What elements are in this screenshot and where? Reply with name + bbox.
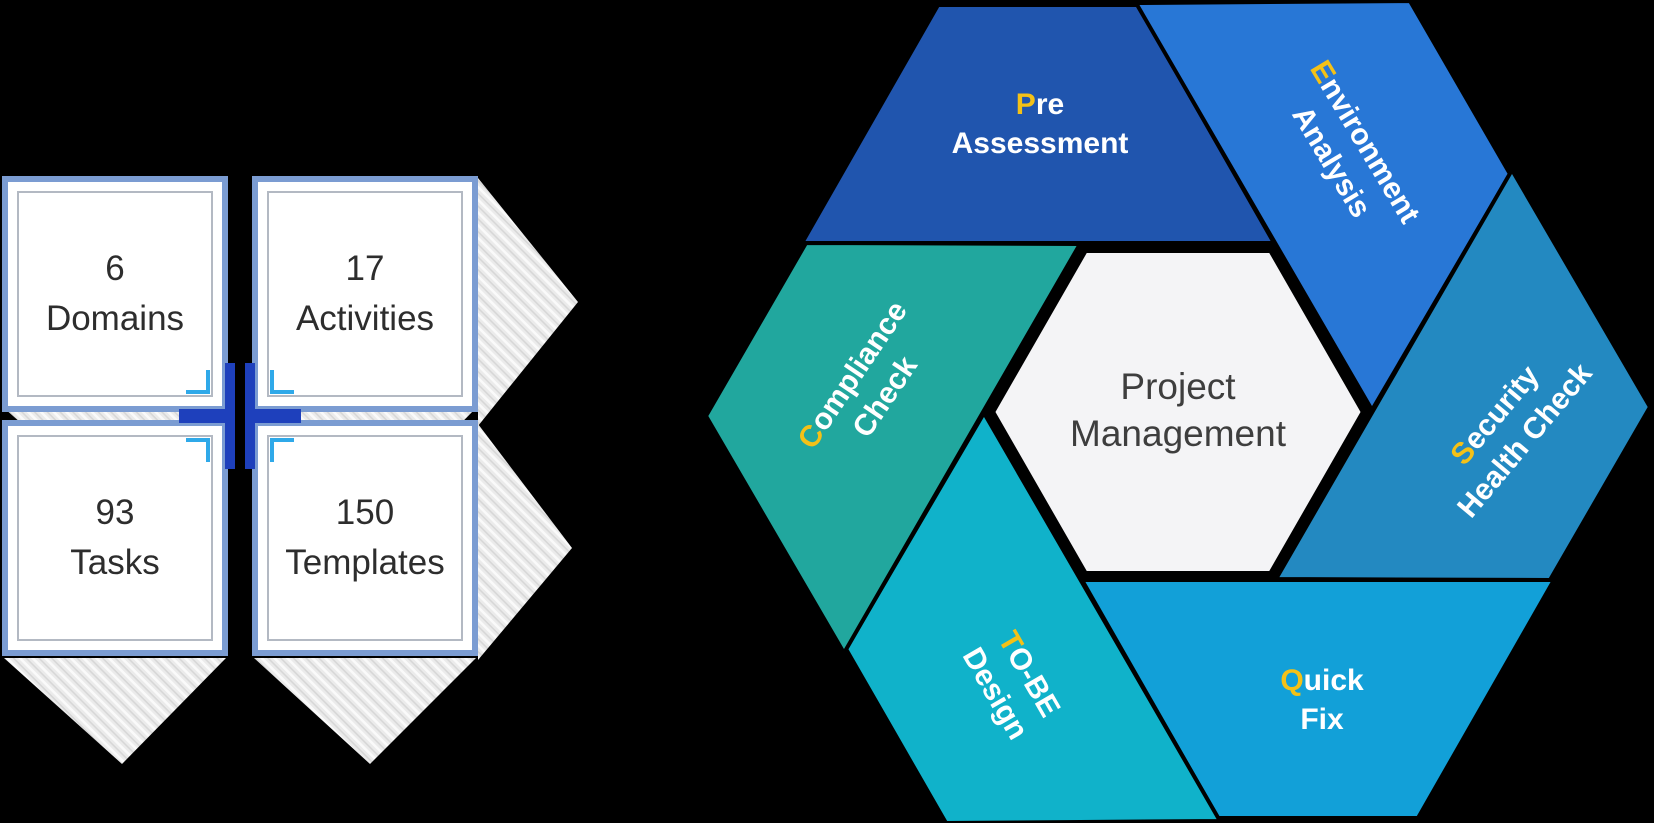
paper-stack-shadow [4, 658, 226, 764]
label-pre-assessment: Pre Assessment [951, 88, 1129, 160]
corner-bracket-accent-icon [186, 370, 210, 394]
segment-compliance-check [703, 240, 1084, 657]
stat-box-frame: 93 Tasks [17, 435, 213, 641]
stat-box-templates: 150 Templates [245, 413, 478, 656]
stat-box-activities: 17 Activities [245, 176, 478, 419]
stat-box-frame: 6 Domains [17, 191, 213, 397]
stat-value: 93 [95, 493, 135, 532]
stat-box-tasks: 93 Tasks [2, 413, 235, 656]
paper-stack-shadow [254, 658, 476, 764]
corner-bracket-accent-icon [186, 438, 210, 462]
paper-stack-shadow [478, 178, 578, 426]
label-project-management: Project Management [1070, 366, 1286, 454]
stat-label: Tasks [70, 543, 160, 582]
stat-box-domains: 6 Domains [2, 176, 235, 419]
center-hexagon [988, 247, 1368, 577]
stat-value: 6 [105, 249, 125, 288]
stat-box-frame: 17 Activities [267, 191, 463, 397]
stat-label: Templates [285, 543, 445, 582]
corner-bracket-accent-icon [270, 438, 294, 462]
corner-bracket-icon [179, 413, 235, 469]
corner-bracket-icon [245, 413, 301, 469]
stat-label: Activities [295, 299, 435, 338]
stat-value: 17 [345, 249, 385, 288]
stat-value: 150 [335, 493, 395, 532]
label-quick-fix: Quick Fix [1280, 664, 1364, 736]
hexagon-cycle [703, 0, 1653, 823]
stat-label: Domains [45, 299, 185, 338]
corner-bracket-accent-icon [270, 370, 294, 394]
paper-stack-shadow [478, 424, 572, 660]
stat-box-frame: 150 Templates [267, 435, 463, 641]
